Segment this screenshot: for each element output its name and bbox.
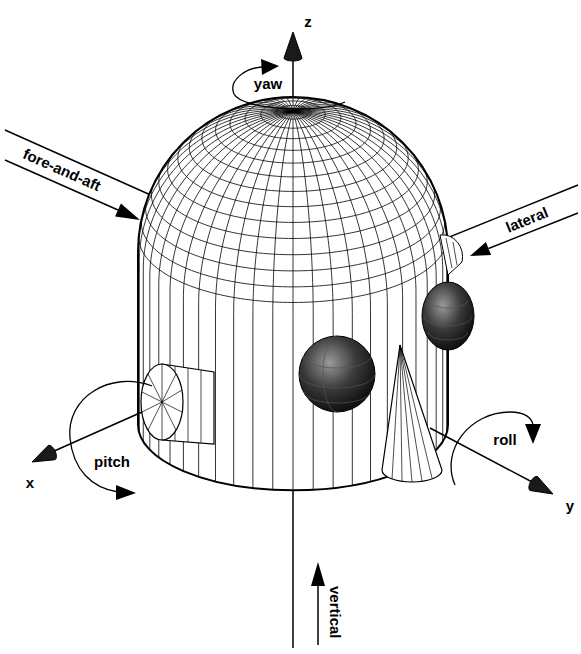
x-axis bbox=[52, 412, 142, 452]
grid-line bbox=[159, 168, 427, 238]
grid-line bbox=[215, 309, 216, 482]
grid-line bbox=[277, 105, 309, 119]
grid-line bbox=[293, 112, 427, 285]
grid-line bbox=[245, 98, 341, 138]
grid-line bbox=[252, 315, 253, 488]
head-model bbox=[138, 97, 448, 490]
head-fill bbox=[138, 97, 448, 490]
head-outline bbox=[138, 97, 448, 490]
grid-line bbox=[261, 101, 325, 128]
grid-line bbox=[370, 309, 371, 482]
grid-line bbox=[293, 112, 387, 304]
rotation-label: yaw bbox=[254, 76, 282, 93]
axis-label: y bbox=[566, 498, 574, 515]
pitch-loop bbox=[70, 381, 152, 492]
grid-line bbox=[293, 112, 371, 309]
grid-line bbox=[383, 126, 397, 148]
grid-line bbox=[146, 111, 293, 204]
grid-line bbox=[178, 138, 408, 206]
axis-cones bbox=[32, 32, 553, 494]
grid-line bbox=[293, 111, 440, 204]
axis-lines-front bbox=[52, 412, 534, 648]
grid-line bbox=[293, 318, 294, 491]
grid-line bbox=[202, 115, 384, 177]
grid-line bbox=[293, 112, 352, 313]
motion-label: lateral bbox=[503, 204, 550, 236]
rotation-label: roll bbox=[493, 432, 516, 449]
grid-line bbox=[272, 317, 273, 490]
grid-line bbox=[139, 235, 447, 302]
y-axis bbox=[430, 428, 534, 483]
grid-line bbox=[293, 112, 333, 316]
yaw-loop bbox=[233, 67, 345, 109]
head-grid bbox=[138, 97, 448, 490]
vertical-line bbox=[292, 490, 294, 648]
grid-line bbox=[141, 218, 444, 287]
grid-line bbox=[216, 105, 371, 164]
roll-loop bbox=[451, 412, 533, 485]
grid-line bbox=[233, 313, 234, 486]
grid-line bbox=[365, 115, 384, 139]
rotation-label: pitch bbox=[94, 454, 130, 471]
grid-line bbox=[159, 112, 293, 285]
motion-label: vertical bbox=[326, 586, 343, 639]
grid-line bbox=[234, 112, 293, 313]
grid-line bbox=[199, 112, 293, 304]
motion-label: fore-and-aft bbox=[21, 146, 104, 195]
axis-label: x bbox=[26, 475, 34, 492]
z-cone bbox=[284, 32, 302, 61]
y-cone bbox=[529, 476, 553, 494]
arrow-heads bbox=[115, 204, 491, 586]
cone-marker bbox=[382, 345, 442, 482]
x-cone bbox=[32, 445, 56, 462]
ear-far bbox=[440, 235, 463, 275]
translation-arrows bbox=[5, 160, 578, 645]
rotation-arrows bbox=[70, 67, 533, 492]
ear-front bbox=[299, 336, 375, 412]
nose-cylinder bbox=[141, 364, 214, 444]
axis-label: z bbox=[304, 14, 312, 31]
rotation-heads bbox=[116, 59, 541, 500]
grid-line bbox=[189, 126, 396, 192]
ear-right bbox=[422, 282, 474, 350]
